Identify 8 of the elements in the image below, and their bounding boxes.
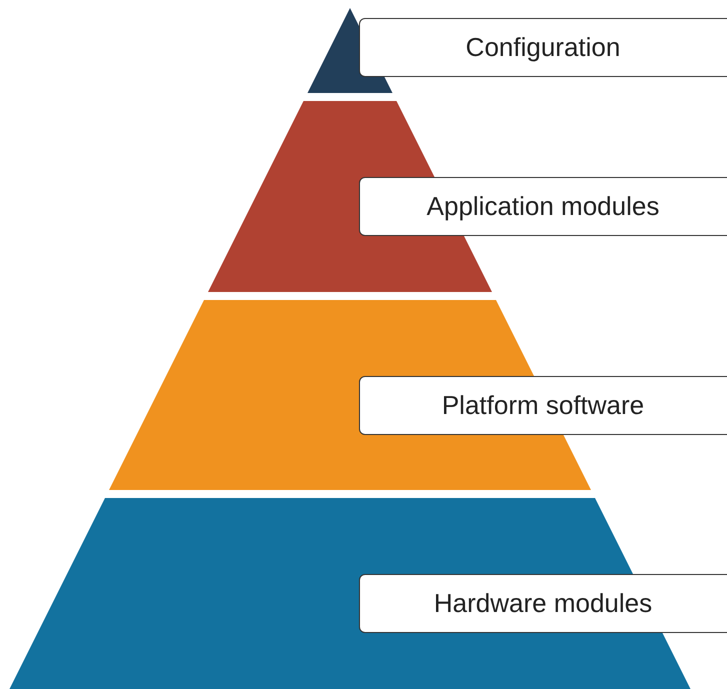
layer-label: Application modules: [426, 191, 660, 222]
layer-label: Platform software: [442, 390, 644, 421]
label-box: [359, 177, 727, 236]
label-box: [359, 18, 727, 77]
layer-label: Hardware modules: [434, 588, 652, 619]
layer-label: Configuration: [466, 32, 620, 63]
label-box: [359, 574, 727, 633]
label-box: [359, 376, 727, 435]
